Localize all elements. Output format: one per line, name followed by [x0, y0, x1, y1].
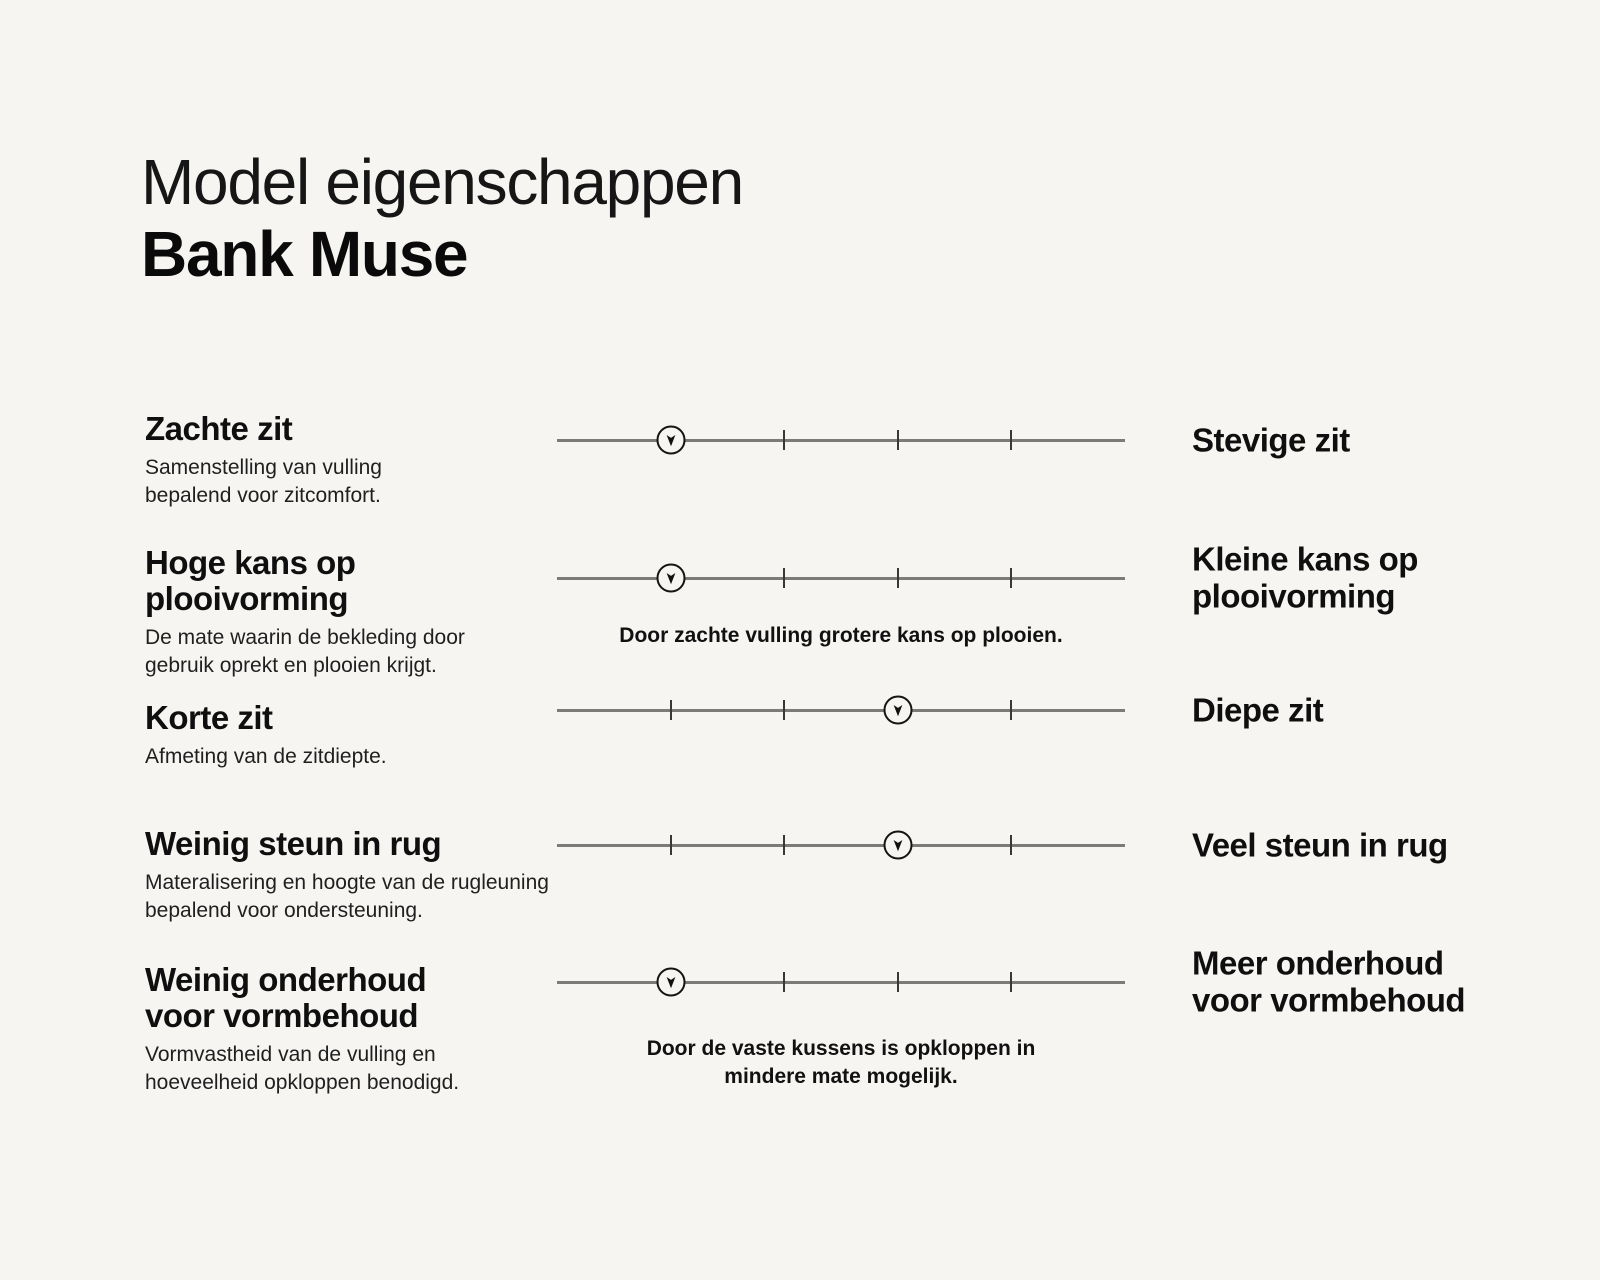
property-right-title: Diepe zit — [1192, 691, 1324, 729]
property-row-left: Weinig steun in rug Materalisering en ho… — [145, 826, 575, 925]
property-row-left: Weinig onderhoud voor vormbehoud Vormvas… — [145, 962, 575, 1097]
scale-tick — [783, 700, 786, 720]
scale-marker — [883, 695, 913, 725]
scale-tick — [1010, 835, 1013, 855]
arrow-down-icon — [666, 573, 675, 585]
scale-tick — [783, 568, 786, 588]
scale-tick — [783, 430, 786, 450]
property-left-title: Zachte zit — [145, 410, 293, 447]
property-right-title: Veel steun in rug — [1192, 826, 1448, 864]
property-right-title: Stevige zit — [1192, 421, 1350, 459]
property-description: Samenstelling van vulling bepalend voor … — [145, 455, 382, 507]
scale-tick — [669, 700, 672, 720]
scale-line — [557, 438, 1125, 442]
scale-tick — [783, 835, 786, 855]
scale-tick — [1010, 430, 1013, 450]
page-title-line: Model eigenschappen — [141, 146, 744, 218]
page-title: Model eigenschappen Bank Muse — [141, 146, 744, 291]
property-description: De mate waarin de bekleding door gebruik… — [145, 625, 465, 677]
arrow-down-icon — [893, 705, 903, 717]
property-description: Materalisering en hoogte van de rugleuni… — [145, 870, 549, 922]
scale-line — [557, 843, 1125, 847]
scale-marker — [656, 425, 686, 455]
scale-line — [557, 980, 1125, 984]
scale-tick — [1010, 700, 1013, 720]
scale-note-text: Door zachte vulling grotere kans op ploo… — [619, 624, 1063, 647]
model-name: Bank Muse — [141, 218, 469, 291]
arrow-down-icon — [666, 435, 675, 447]
property-right-title: Meer onderhoud voor vormbehoud — [1192, 944, 1466, 1019]
scale-note-text: Door de vaste kussens is opkloppen in mi… — [646, 1037, 1036, 1089]
property-right-title: Kleine kans op plooivorming — [1192, 540, 1418, 615]
scale-marker — [656, 967, 686, 997]
property-description: Afmeting van de zitdiepte. — [145, 744, 387, 768]
scale-tick — [1010, 568, 1013, 588]
scale-line — [557, 576, 1125, 580]
property-row-left: Korte zit Afmeting van de zitdiepte. — [145, 700, 575, 771]
property-left-title: Weinig onderhoud voor vormbehoud — [145, 961, 427, 1034]
scale-tick — [896, 972, 899, 992]
scale-tick — [1010, 972, 1013, 992]
scale-marker — [656, 563, 686, 593]
property-left-title: Weinig steun in rug — [145, 825, 442, 862]
scale-tick — [896, 430, 899, 450]
property-row-left: Zachte zit Samenstelling van vulling bep… — [145, 411, 575, 510]
scale-marker — [883, 830, 913, 860]
scale-note: Door zachte vulling grotere kans op ploo… — [557, 622, 1125, 650]
property-description: Vormvastheid van de vulling en hoeveelhe… — [145, 1042, 460, 1094]
scale-note: Door de vaste kussens is opkloppen in mi… — [557, 1035, 1125, 1091]
arrow-down-icon — [893, 840, 903, 852]
scale-tick — [783, 972, 786, 992]
property-left-title: Hoge kans op plooivorming — [145, 544, 356, 617]
scale-tick — [896, 568, 899, 588]
scale-line — [557, 708, 1125, 712]
arrow-down-icon — [666, 977, 675, 989]
scale-tick — [669, 835, 672, 855]
property-left-title: Korte zit — [145, 699, 273, 736]
property-row-left: Hoge kans op plooivorming De mate waarin… — [145, 545, 575, 680]
